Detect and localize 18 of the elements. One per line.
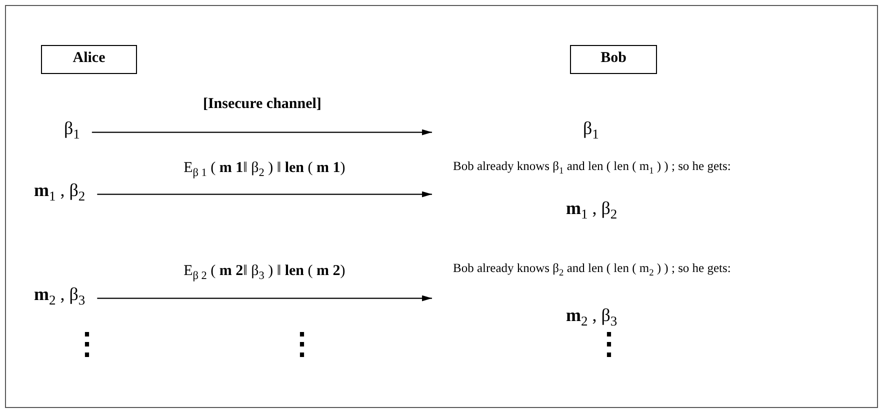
- edge-label: E$_{β 1}$ ( m 1‖ β$_{2}$ ) ‖ len ( m 1): [182, 160, 348, 179]
- key-text: β$_{1}$: [583, 118, 599, 143]
- arrow: [97, 295, 432, 302]
- message-text: m$_{1}$ , β$_{2}$: [34, 180, 86, 205]
- message-text: m$_{1}$ , β$_{2}$: [566, 198, 618, 223]
- vertical-ellipsis: ⋮: [72, 330, 102, 360]
- actor-box: Alice: [41, 45, 137, 74]
- actor-box: Bob: [570, 45, 657, 74]
- note-text: Bob already knows β$_{2}$ and len ( len ( m$_{2}$ ) ) ; so he gets:: [453, 261, 731, 278]
- edge-label: E$_{β 2}$ ( m 2‖ β$_{3}$ ) ‖ len ( m 2): [182, 263, 348, 282]
- arrow: [97, 191, 432, 198]
- key-text: β$_{1}$: [64, 118, 80, 143]
- vertical-ellipsis: ⋮: [287, 330, 317, 360]
- vertical-ellipsis: ⋮: [594, 330, 624, 360]
- arrow: [92, 129, 432, 136]
- message-text: m$_{2}$ , β$_{3}$: [566, 305, 618, 330]
- note-text: Bob already knows β$_{1}$ and len ( len ( m$_{1}$ ) ) ; so he gets:: [453, 159, 731, 176]
- message-text: m$_{2}$ , β$_{3}$: [34, 284, 86, 309]
